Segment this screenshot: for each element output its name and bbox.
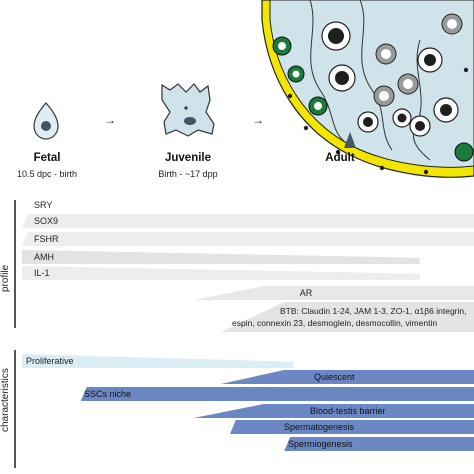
- profile-row-3-bar: [22, 250, 420, 264]
- char-row-5-bar: [284, 437, 474, 451]
- profile-row-label: IL-1: [34, 268, 50, 278]
- profile-row-4-bar: [22, 266, 420, 280]
- char-row-label: Spermiogenesis: [288, 439, 353, 449]
- char-row-4-bar: [229, 420, 474, 434]
- profile-row-label: SOX9: [34, 216, 58, 226]
- arrow-icon: →: [252, 113, 264, 127]
- illustration: [33, 0, 474, 178]
- characteristics-rule: [14, 350, 16, 468]
- profile-row-label-2: espin, connexin 23, desmoglein, desmocol…: [232, 318, 437, 328]
- char-row-2-bar: [80, 387, 474, 401]
- char-row-label: Quiescent: [314, 372, 355, 382]
- profile-row-6-bar: [220, 302, 474, 332]
- profile-row-label: FSHR: [34, 234, 59, 244]
- stage-title: Adult: [325, 152, 355, 164]
- char-row-label: SSCs niche: [84, 389, 131, 399]
- stage-subtitle: Birth - ~17 dpp: [158, 169, 218, 179]
- fetal-cell-icon: [33, 102, 59, 140]
- profile-row-1-bar: [22, 214, 474, 228]
- profile-row-5-bar: [193, 286, 474, 300]
- char-row-0-bar: [22, 354, 294, 368]
- stage-adult: Adult: [300, 152, 380, 164]
- stage-juvenile: Juvenile Birth - ~17 dpp: [140, 152, 236, 179]
- stage-title: Fetal: [33, 152, 61, 164]
- stage-subtitle: 10.5 dpc - birth: [16, 169, 78, 179]
- adult-tubule-illustration: [261, 0, 474, 178]
- juvenile-cell-icon: [161, 83, 215, 137]
- char-row-1-bar: [220, 370, 474, 384]
- char-row-label: Blood-testis barrier: [310, 406, 386, 416]
- profile-row-2-bar: [22, 232, 474, 246]
- arrow-icon: →: [104, 113, 116, 127]
- profile-row-label: AR: [300, 288, 313, 298]
- char-row-label: Spermatogenesis: [284, 422, 355, 432]
- char-row-label: Proliferative: [26, 356, 74, 366]
- profile-row-label: AMH: [34, 252, 54, 262]
- profile-row-label: BTB: Claudin 1-24, JAM 1-3, ZO-1, α1β6 i…: [280, 306, 467, 316]
- profile-rule: [14, 200, 16, 328]
- stage-title: Juvenile: [164, 152, 212, 164]
- profile-row-label: SRY: [34, 200, 52, 210]
- stage-fetal: Fetal 10.5 dpc - birth: [4, 152, 90, 179]
- char-row-3-bar: [193, 404, 474, 418]
